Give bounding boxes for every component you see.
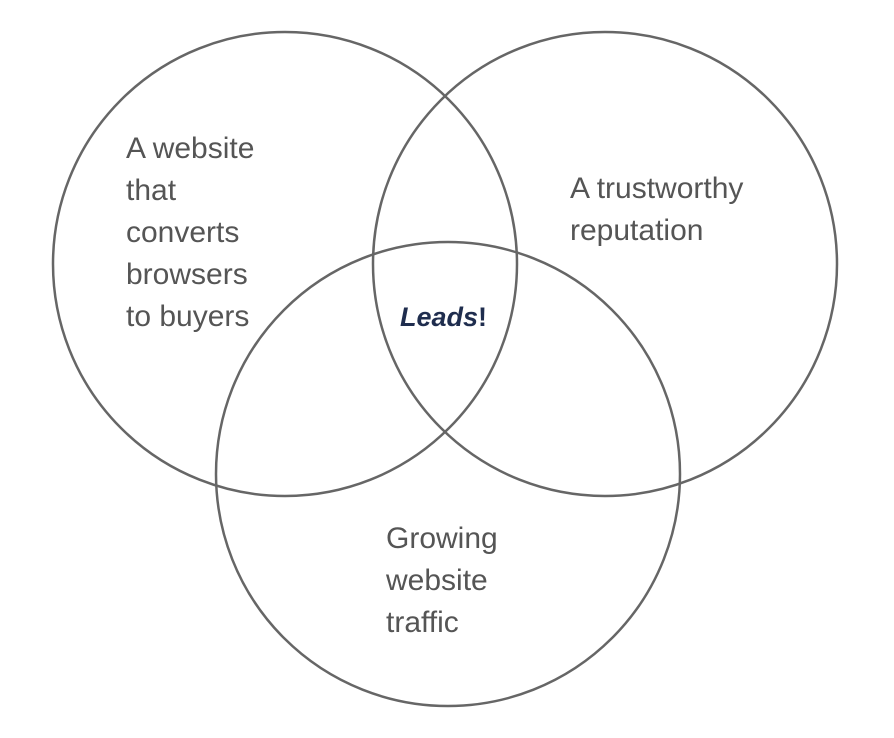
right-circle-label: A trustworthy reputation <box>570 168 743 252</box>
bottom-label-line: website <box>386 564 488 597</box>
left-circle-label: A website that converts browsers to buye… <box>126 128 254 338</box>
bottom-label-line: Growing <box>386 522 498 555</box>
bottom-circle-label: Growing website traffic <box>386 518 498 644</box>
left-label-line: to buyers <box>126 300 250 333</box>
center-word: Leads <box>400 302 479 332</box>
bottom-label-line: traffic <box>386 606 459 639</box>
left-label-line: converts <box>126 216 240 249</box>
left-circle <box>51 30 519 498</box>
left-label-line: A website <box>126 132 255 165</box>
right-label-line: A trustworthy <box>570 172 744 205</box>
center-exclamation: ! <box>478 302 488 332</box>
right-circle <box>371 30 839 498</box>
bottom-circle <box>214 240 682 708</box>
left-label-line: browsers <box>126 258 248 291</box>
left-label-line: that <box>126 174 177 207</box>
center-intersection-label: Leads! <box>400 300 487 334</box>
right-label-line: reputation <box>570 214 704 247</box>
